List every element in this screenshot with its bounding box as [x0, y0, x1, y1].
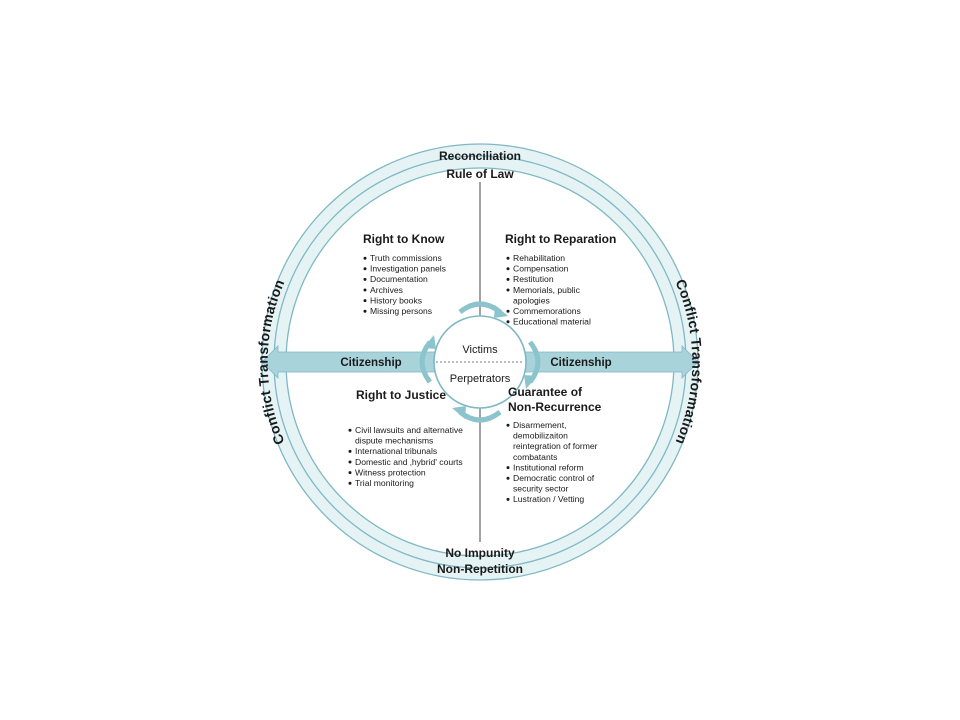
reconciliation-label: Reconciliation — [439, 149, 521, 163]
reparation-list-item: Memorials, public — [513, 285, 581, 295]
bullet-dot — [506, 309, 510, 313]
citizenship-left-label: Citizenship — [340, 357, 401, 369]
bullet-dot — [363, 299, 367, 303]
no-impunity-label: No Impunity — [445, 546, 515, 560]
guarantee-list-item: demobilizaiton — [513, 431, 568, 441]
quadrant-right-to-reparation: Right to Reparation RehabilitationCompen… — [505, 232, 616, 327]
bullet-dot — [348, 481, 352, 485]
bullet-dot — [363, 277, 367, 281]
justice-list-item: dispute mechanisms — [355, 436, 433, 446]
victims-label: Victims — [462, 344, 498, 356]
bullet-dot — [506, 466, 510, 470]
bullet-dot — [506, 277, 510, 281]
justice-list-item: International tribunals — [355, 446, 437, 456]
know-list-item: Missing persons — [370, 306, 432, 316]
justice-list-item: Witness protection — [355, 467, 426, 477]
bullet-dot — [363, 288, 367, 292]
justice-list-item: Civil lawsuits and alternative — [355, 425, 463, 435]
justice-list-item: Domestic and ‚hybrid' courts — [355, 457, 463, 467]
cycle-arrow-top — [458, 301, 508, 318]
bullet-dot — [506, 288, 510, 292]
reparation-list-item: Educational material — [513, 317, 591, 327]
reparation-list-item: Restitution — [513, 274, 554, 284]
perpetrators-label: Perpetrators — [450, 373, 511, 385]
right-to-reparation-title: Right to Reparation — [505, 232, 616, 246]
bullet-dot — [348, 449, 352, 453]
right-to-know-title: Right to Know — [363, 232, 445, 246]
bullet-dot — [506, 267, 510, 271]
bullet-dot — [506, 476, 510, 480]
right-to-justice-title: Right to Justice — [356, 388, 446, 402]
bullet-dot — [363, 256, 367, 260]
guarantee-list-item: security sector — [513, 484, 569, 494]
bullet-dot — [348, 460, 352, 464]
bullet-dot — [348, 428, 352, 432]
quadrant-right-to-know: Right to Know Truth commissionsInvestiga… — [363, 232, 446, 316]
cycle-arrow-bottom — [452, 406, 502, 423]
guarantee-list-item: Disarmement, — [513, 420, 566, 430]
quadrant-guarantee-non-recurrence: Guarantee of Non-Recurrence Disarmement,… — [506, 385, 602, 504]
justice-list-item: Trial monitoring — [355, 478, 414, 488]
know-list-item: Archives — [370, 285, 403, 295]
rule-of-law-label: Rule of Law — [446, 167, 514, 181]
bullet-dot — [506, 423, 510, 427]
guarantee-list-item: Institutional reform — [513, 462, 584, 472]
guarantee-list-item: combatants — [513, 452, 557, 462]
cycle-arrow-right — [524, 340, 541, 389]
bullet-dot — [363, 267, 367, 271]
reparation-list-item: Compensation — [513, 264, 569, 274]
guarantee-list-item: Democratic control of — [513, 473, 595, 483]
know-list-item: Truth commissions — [370, 253, 442, 263]
non-repetition-label: Non-Repetition — [437, 562, 523, 576]
bullet-dot — [506, 497, 510, 501]
guarantee-list-item: reintegration of former — [513, 441, 598, 451]
citizenship-right-label: Citizenship — [550, 357, 611, 369]
reparation-list-item: Rehabilitation — [513, 253, 565, 263]
know-list-item: Documentation — [370, 274, 428, 284]
bullet-dot — [363, 309, 367, 313]
know-list-item: History books — [370, 295, 422, 305]
reparation-list-item: apologies — [513, 295, 550, 305]
reparation-list-item: Commemorations — [513, 306, 581, 316]
bullet-dot — [506, 256, 510, 260]
guarantee-title-line1: Guarantee of — [508, 385, 583, 399]
cycle-arrow-left — [419, 335, 436, 384]
bullet-dot — [348, 471, 352, 475]
guarantee-title-line2: Non-Recurrence — [508, 400, 602, 414]
know-list-item: Investigation panels — [370, 264, 446, 274]
guarantee-list-item: Lustration / Vetting — [513, 494, 584, 504]
quadrant-right-to-justice: Right to Justice Civil lawsuits and alte… — [348, 388, 463, 488]
bullet-dot — [506, 320, 510, 324]
